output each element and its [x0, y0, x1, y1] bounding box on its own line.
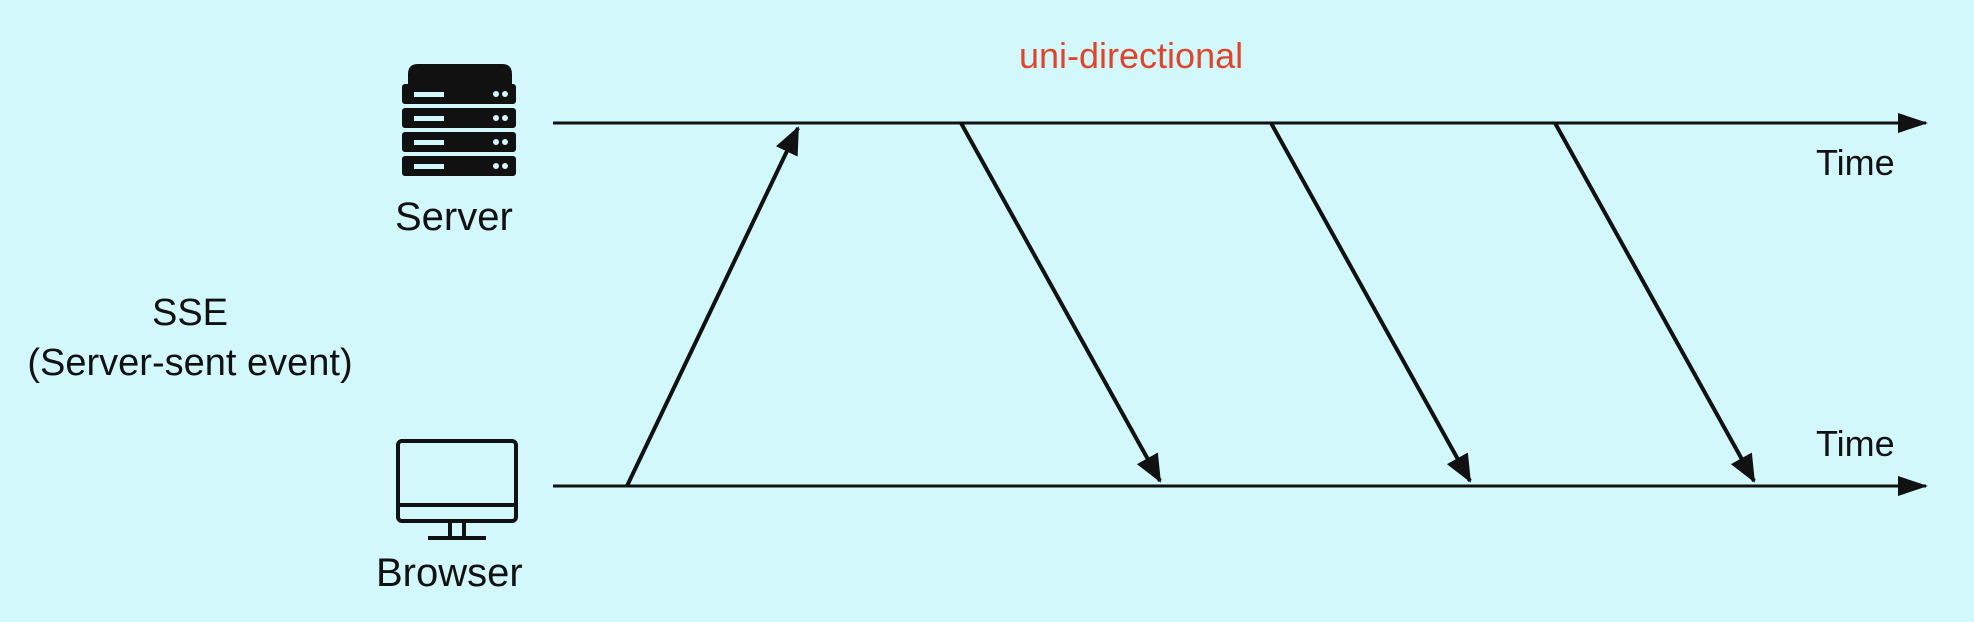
browser-time-label: Time — [1816, 423, 1895, 464]
server-label: Server — [395, 195, 513, 239]
server-time-label: Time — [1816, 142, 1895, 183]
browser-label: Browser — [376, 551, 523, 595]
monitor-icon — [396, 439, 518, 540]
protocol-name: SSE — [151, 292, 229, 334]
protocol-full-name: (Server-sent event) — [27, 342, 353, 384]
event-arrow — [1553, 122, 1756, 483]
event-arrow — [1269, 122, 1472, 483]
direction-title: uni-directional — [1019, 35, 1244, 76]
server-rack-icon — [402, 64, 516, 176]
request-arrow — [625, 126, 800, 487]
event-arrow — [959, 122, 1162, 483]
